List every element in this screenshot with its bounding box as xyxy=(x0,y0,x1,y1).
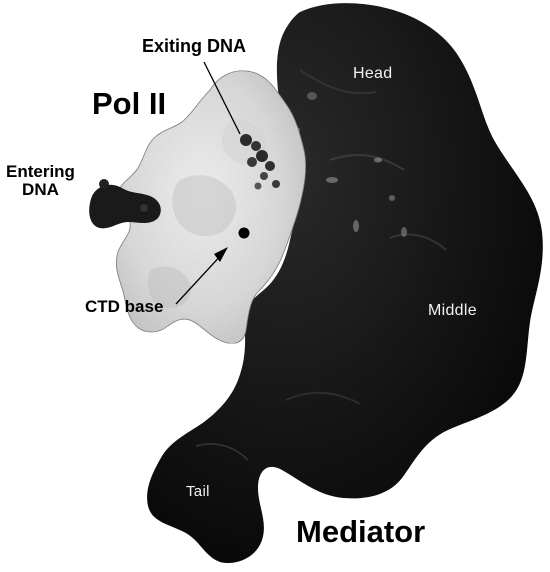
head-module-label: Head xyxy=(353,66,392,83)
exiting-dna-label: Exiting DNA xyxy=(142,37,246,56)
tail-module-label: Tail xyxy=(186,484,210,500)
pol-ii-label: Pol II xyxy=(92,88,166,121)
mediator-label: Mediator xyxy=(296,516,425,549)
middle-module-label: Middle xyxy=(428,303,477,320)
ctd-base-dot xyxy=(239,228,250,239)
ctd-base-label: CTD base xyxy=(85,298,163,316)
entering-dna-label: Entering DNA xyxy=(6,163,75,199)
